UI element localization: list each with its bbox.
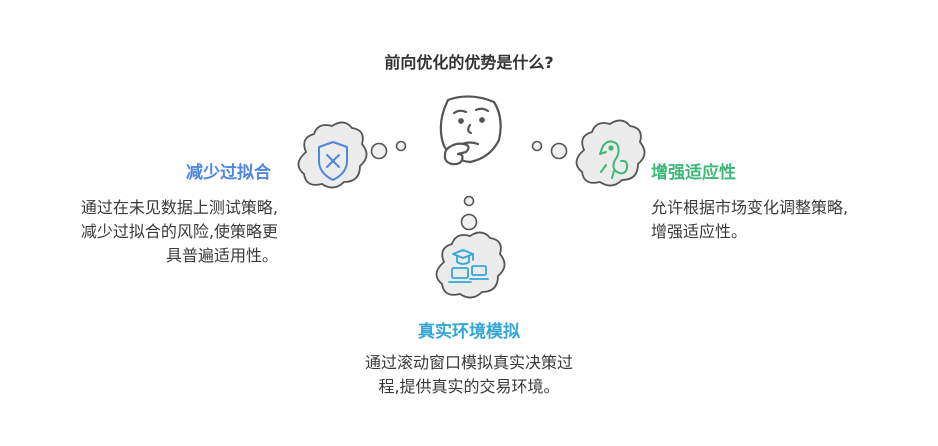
cloud-bottom xyxy=(435,231,506,299)
heading-real-environment-simulation: 真实环境模拟 xyxy=(418,322,520,342)
desc-reduce-overfitting: 通过在未见数据上测试策略, 减少过拟合的风险,使策略更 具普遍适用性。 xyxy=(81,196,278,268)
desc-enhanced-adaptability: 允许根据市场变化调整策略, 增强适应性。 xyxy=(651,196,848,244)
connector-bubbles-right xyxy=(531,140,568,160)
shield-x-icon xyxy=(318,141,348,181)
desc-line: 允许根据市场变化调整策略, xyxy=(651,198,849,217)
desc-line: 通过在未见数据上测试策略, xyxy=(80,198,278,217)
diagram-title: 前向优化的优势是什么? xyxy=(384,53,554,72)
desc-line: 增强适应性。 xyxy=(651,222,748,241)
connector-bubbles-left xyxy=(370,140,407,160)
connector-bubbles-bottom xyxy=(460,195,478,231)
desc-real-environment-simulation: 通过滚动窗口模拟真实决策过 程,提供真实的交易环境。 xyxy=(0,351,938,399)
cloud-right xyxy=(575,119,646,187)
desc-line: 程,提供真实的交易环境。 xyxy=(378,377,560,396)
desc-line: 通过滚动窗口模拟真实决策过 xyxy=(364,353,573,372)
chameleon-icon xyxy=(599,140,629,179)
heading-reduce-overfitting: 减少过拟合 xyxy=(186,163,271,183)
desc-line: 具普遍适用性。 xyxy=(165,246,278,265)
cloud-left xyxy=(297,121,368,189)
thinking-face-icon xyxy=(439,95,502,166)
heading-enhanced-adaptability: 增强适应性 xyxy=(651,163,736,183)
desc-line: 减少过拟合的风险,使策略更 xyxy=(80,222,278,241)
trading-computers-icon xyxy=(448,249,489,283)
